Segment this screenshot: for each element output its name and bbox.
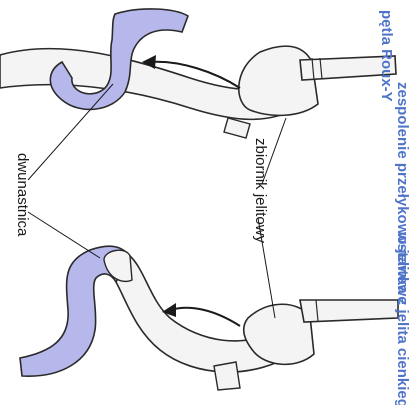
reservoir-pouch-top	[239, 46, 318, 115]
blind-stub-bottom	[214, 362, 240, 390]
label-duodenum: dwunastnica	[14, 153, 31, 237]
esophagus-bottom	[300, 300, 398, 322]
roux-y-illustration	[0, 9, 396, 184]
flow-arrow-bottom	[170, 308, 240, 326]
label-interposition: wstawka z jelita cienkiego	[394, 231, 411, 405]
label-reservoir: zbiornik jelitowy	[252, 138, 269, 244]
loop-cap-bottom	[104, 250, 132, 281]
interposition-illustration	[20, 212, 398, 390]
label-roux-loop: pętla Roux-Y	[378, 10, 395, 102]
blind-stub-top	[224, 118, 250, 138]
